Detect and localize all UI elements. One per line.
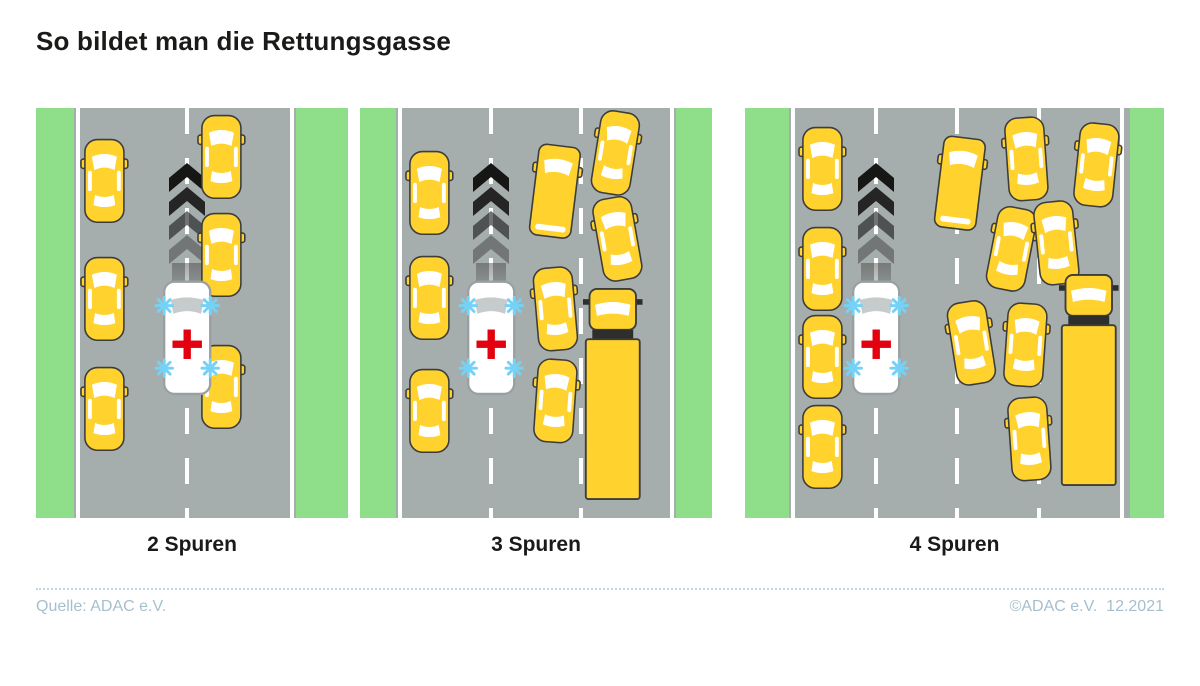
car-icon — [798, 226, 847, 312]
right-shoulder — [676, 108, 712, 518]
car-icon — [80, 366, 129, 452]
truck-icon — [1058, 273, 1120, 487]
car-icon — [80, 256, 129, 342]
car-icon — [405, 150, 454, 236]
truck-icon — [582, 287, 644, 501]
right-shoulder — [1130, 108, 1164, 518]
ambulance-icon — [156, 282, 219, 394]
left-shoulder — [745, 108, 789, 518]
road-edge-line — [76, 108, 80, 518]
road-edge-line — [791, 108, 795, 518]
panel-2-lanes — [36, 108, 348, 518]
panel-3-lanes — [360, 108, 712, 518]
ambulance-icon — [845, 282, 908, 394]
right-shoulder — [296, 108, 348, 518]
car-icon — [80, 138, 129, 224]
car-icon — [798, 404, 847, 490]
panel-4-lanes — [745, 108, 1164, 518]
car-icon — [197, 114, 246, 200]
left-shoulder — [36, 108, 74, 518]
copyright-text: ©ADAC e.V. 12.2021 — [1009, 598, 1164, 615]
panel-label-4-lanes: 4 Spuren — [909, 533, 1000, 556]
panel-label-3-lanes: 3 Spuren — [491, 533, 581, 556]
road-edge-line — [398, 108, 402, 518]
page-title: So bildet man die Rettungsgasse — [36, 26, 452, 56]
road-edge-line — [290, 108, 294, 518]
left-shoulder — [360, 108, 396, 518]
car-icon — [405, 368, 454, 454]
car-icon — [405, 255, 454, 341]
car-icon — [798, 126, 847, 212]
footer-divider — [36, 588, 1164, 590]
ambulance-icon — [460, 282, 523, 394]
source-text: Quelle: ADAC e.V. — [36, 598, 167, 615]
panel-label-2-lanes: 2 Spuren — [147, 533, 237, 556]
road-edge-line — [670, 108, 674, 518]
car-icon — [798, 314, 847, 400]
road-edge-line — [1120, 108, 1124, 518]
